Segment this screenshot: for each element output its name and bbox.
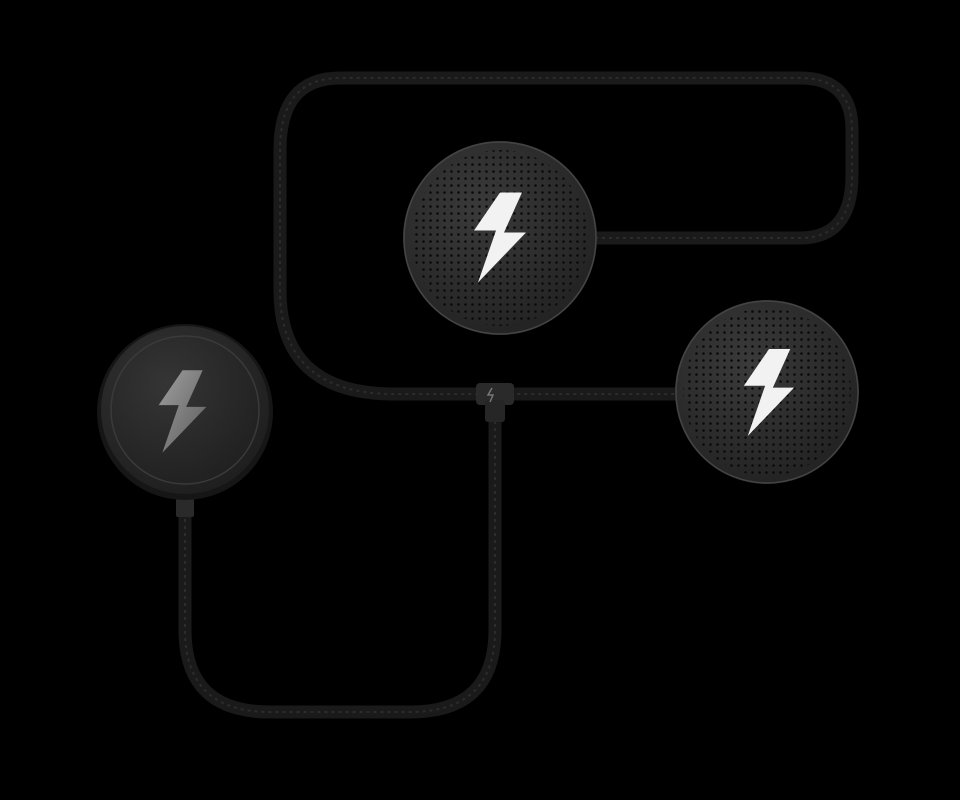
control-unit [97,324,273,517]
speaker-right [675,300,859,484]
speaker-left [403,141,597,335]
t-junction [476,383,514,422]
